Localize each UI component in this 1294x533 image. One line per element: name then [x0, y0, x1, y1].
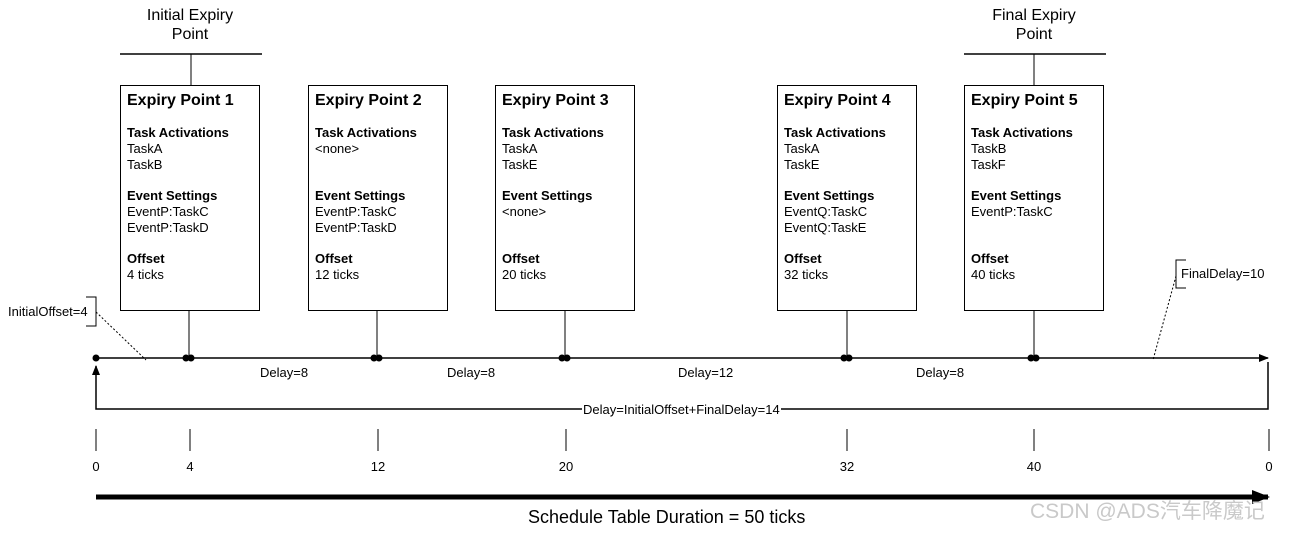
timeline-start-dot: [92, 354, 100, 362]
timeline-dot-ep1-b: [187, 354, 195, 362]
event-item: EventQ:TaskC: [784, 204, 868, 219]
event-item: <none>: [502, 204, 547, 219]
event-item: EventP:TaskC: [127, 204, 209, 219]
task-item: TaskA: [784, 141, 820, 156]
expiry-point-title: Expiry Point 3: [502, 92, 609, 109]
final-expiry-label: Final Expiry Point: [964, 6, 1104, 44]
tick-label-4: 4: [186, 459, 194, 474]
schedule-duration-caption: Schedule Table Duration = 50 ticks: [528, 507, 806, 527]
expiry-point-3-box: Expiry Point 3 Task Activations TaskA Ta…: [495, 85, 635, 311]
expiry-point-title: Expiry Point 4: [784, 92, 891, 109]
initial-offset-bracket: [86, 296, 97, 327]
task-item: TaskA: [127, 141, 163, 156]
initial-expiry-label-line2: Point: [171, 26, 209, 43]
expiry-point-title: Expiry Point 1: [127, 92, 234, 109]
task-activations-header: Task Activations: [784, 125, 886, 140]
task-activations-header: Task Activations: [127, 125, 229, 140]
tick-label-20: 20: [558, 459, 574, 474]
timeline-dot-ep1-a: [182, 354, 190, 362]
offset-header: Offset: [784, 251, 822, 266]
event-settings-header: Event Settings: [127, 188, 218, 203]
timeline-dot-ep4-b: [845, 354, 853, 362]
expiry-point-4-box: Expiry Point 4 Task Activations TaskA Ta…: [777, 85, 917, 311]
expiry-point-1-box: Expiry Point 1 Task Activations TaskA Ta…: [120, 85, 260, 311]
delay-label-1: Delay=8: [260, 365, 309, 380]
task-item: TaskA: [502, 141, 538, 156]
task-activations-header: Task Activations: [502, 125, 604, 140]
event-item: EventP:TaskC: [315, 204, 397, 219]
offset-header: Offset: [971, 251, 1009, 266]
timeline-dot-ep3-b: [563, 354, 571, 362]
event-item: EventP:TaskD: [127, 220, 209, 235]
task-item: <none>: [315, 141, 360, 156]
watermark: CSDN @ADS汽车降魔记: [1030, 500, 1265, 523]
expiry-point-title: Expiry Point 2: [315, 92, 422, 109]
expiry-point-5-box: Expiry Point 5 Task Activations TaskB Ta…: [964, 85, 1104, 311]
event-item: EventP:TaskC: [971, 204, 1053, 219]
initial-offset-pointer: [95, 311, 147, 361]
tick-label-0: 0: [92, 459, 100, 474]
timeline-dot-ep4-a: [840, 354, 848, 362]
timeline-dot-ep2-b: [375, 354, 383, 362]
final-delay-pointer: [1152, 275, 1177, 361]
offset-value: 12 ticks: [315, 267, 360, 282]
task-activations-header: Task Activations: [315, 125, 417, 140]
task-activations-header: Task Activations: [971, 125, 1073, 140]
expiry-point-title: Expiry Point 5: [971, 92, 1078, 109]
offset-header: Offset: [127, 251, 165, 266]
delay-label-2: Delay=8: [447, 365, 496, 380]
timeline-dot-ep3-a: [558, 354, 566, 362]
event-settings-header: Event Settings: [784, 188, 875, 203]
task-item: TaskE: [502, 157, 538, 172]
final-delay-label: FinalDelay=10: [1181, 266, 1265, 281]
initial-expiry-label: Initial Expiry Point: [120, 6, 260, 44]
delay-label-4: Delay=8: [916, 365, 965, 380]
offset-value: 40 ticks: [971, 267, 1016, 282]
initial-expiry-label-line1: Initial Expiry: [146, 7, 234, 24]
tick-label-40: 40: [1026, 459, 1042, 474]
event-item: EventP:TaskD: [315, 220, 397, 235]
delay-label-3: Delay=12: [678, 365, 734, 380]
timeline-dot-ep5-b: [1032, 354, 1040, 362]
offset-header: Offset: [315, 251, 353, 266]
event-settings-header: Event Settings: [502, 188, 593, 203]
event-settings-header: Event Settings: [315, 188, 406, 203]
offset-header: Offset: [502, 251, 540, 266]
task-item: TaskF: [971, 157, 1006, 172]
timeline-dot-ep5-a: [1027, 354, 1035, 362]
task-item: TaskB: [127, 157, 163, 172]
offset-value: 4 ticks: [127, 267, 164, 282]
initial-offset-label: InitialOffset=4: [8, 304, 88, 319]
event-item: EventQ:TaskE: [784, 220, 867, 235]
final-expiry-label-line1: Final Expiry: [992, 7, 1076, 24]
offset-value: 20 ticks: [502, 267, 547, 282]
task-item: TaskB: [971, 141, 1007, 156]
final-expiry-label-line2: Point: [1015, 26, 1053, 43]
tick-label-12: 12: [370, 459, 386, 474]
tick-label-end: 0: [1265, 459, 1273, 474]
event-settings-header: Event Settings: [971, 188, 1062, 203]
timeline-dot-ep2-a: [370, 354, 378, 362]
tick-label-32: 32: [839, 459, 855, 474]
offset-value: 32 ticks: [784, 267, 829, 282]
final-delay-bracket: [1175, 259, 1186, 289]
wrap-delay-label: Delay=InitialOffset+FinalDelay=14: [582, 402, 781, 417]
task-item: TaskE: [784, 157, 820, 172]
expiry-point-2-box: Expiry Point 2 Task Activations <none> E…: [308, 85, 448, 311]
